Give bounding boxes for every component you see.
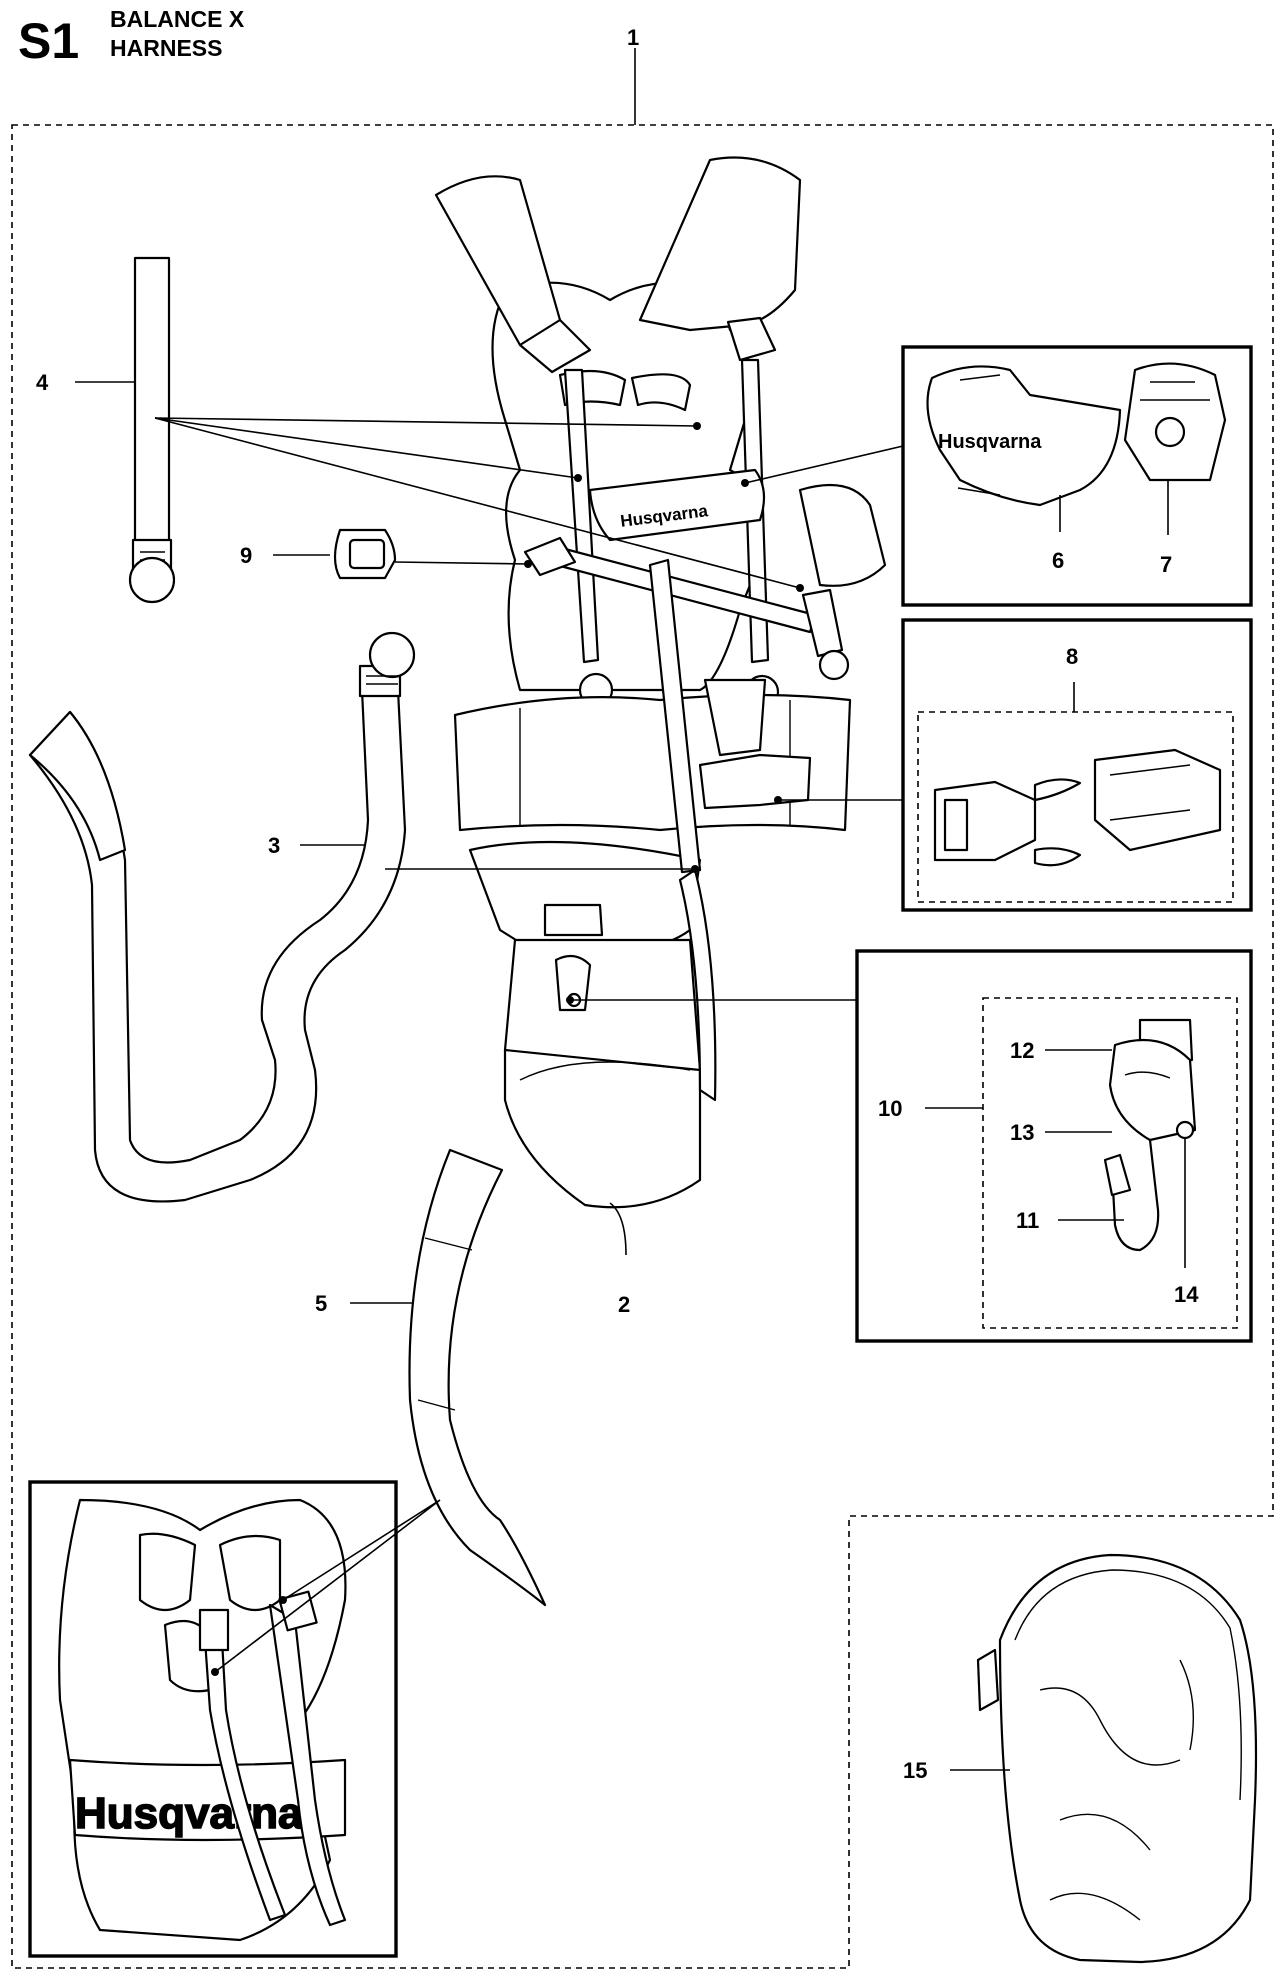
callout-5: 5 <box>315 1291 327 1316</box>
leader-3-dot <box>691 865 699 873</box>
pad-clip-7 <box>1123 362 1227 482</box>
storage-bag <box>976 1553 1258 1964</box>
callout-15: 15 <box>903 1758 927 1783</box>
harness-illustration: Husqvarna <box>434 156 887 1209</box>
leader-4-dot-a <box>693 422 701 430</box>
callout-11: 11 <box>1016 1208 1039 1233</box>
detail-box-pads <box>901 345 1253 607</box>
slide-buckle <box>333 528 397 580</box>
leader-4-dot-b <box>574 474 582 482</box>
shoulder-pad-6: Husqvarna <box>926 365 1122 507</box>
model-name: BALANCE X <box>110 6 245 32</box>
detail-box-buckle <box>901 618 1253 912</box>
leader-5-inset <box>214 1499 441 1673</box>
leader-4 <box>154 417 801 589</box>
callout-12: 12 <box>1010 1038 1034 1063</box>
callout-line-2 <box>609 1202 627 1256</box>
leader-9-dot <box>524 560 532 568</box>
callout-10: 10 <box>878 1096 902 1121</box>
leader-9 <box>394 561 529 565</box>
leader-4-dot-c <box>796 584 804 592</box>
callout-3: 3 <box>268 833 280 858</box>
hook-assembly <box>1103 1018 1197 1252</box>
leader-6-7 <box>744 445 904 484</box>
callout-7: 7 <box>1160 552 1172 577</box>
pad-logo: Husqvarna <box>938 431 1042 453</box>
callout-8: 8 <box>1066 644 1078 669</box>
section-code: S1 <box>18 13 79 69</box>
callout-14: 14 <box>1174 1282 1199 1307</box>
leader-10-dot <box>566 996 574 1004</box>
buckle-female <box>1093 748 1222 852</box>
callout-1: 1 <box>627 25 639 50</box>
inset-back-illustration: Husqvarna <box>58 1498 347 1942</box>
inset-logo: Husqvarna <box>75 1789 303 1838</box>
shoulder-strap-5 <box>408 1148 547 1607</box>
callout-4: 4 <box>36 370 49 395</box>
leader-6-7-dot <box>741 479 749 487</box>
waist-strap <box>28 631 416 1203</box>
callout-13: 13 <box>1010 1120 1034 1145</box>
hook-group-10 <box>982 997 1238 1329</box>
callout-6: 6 <box>1052 548 1064 573</box>
callout-2: 2 <box>618 1292 630 1317</box>
buckle-group-8 <box>917 711 1234 903</box>
section-subtitle: HARNESS <box>110 35 222 61</box>
inset-back-view <box>28 1480 398 1958</box>
leader-8-dot <box>774 796 782 804</box>
callout-9: 9 <box>240 543 252 568</box>
buckle-male <box>933 778 1082 867</box>
detail-box-hook <box>855 949 1253 1343</box>
strap-loop <box>128 256 176 604</box>
